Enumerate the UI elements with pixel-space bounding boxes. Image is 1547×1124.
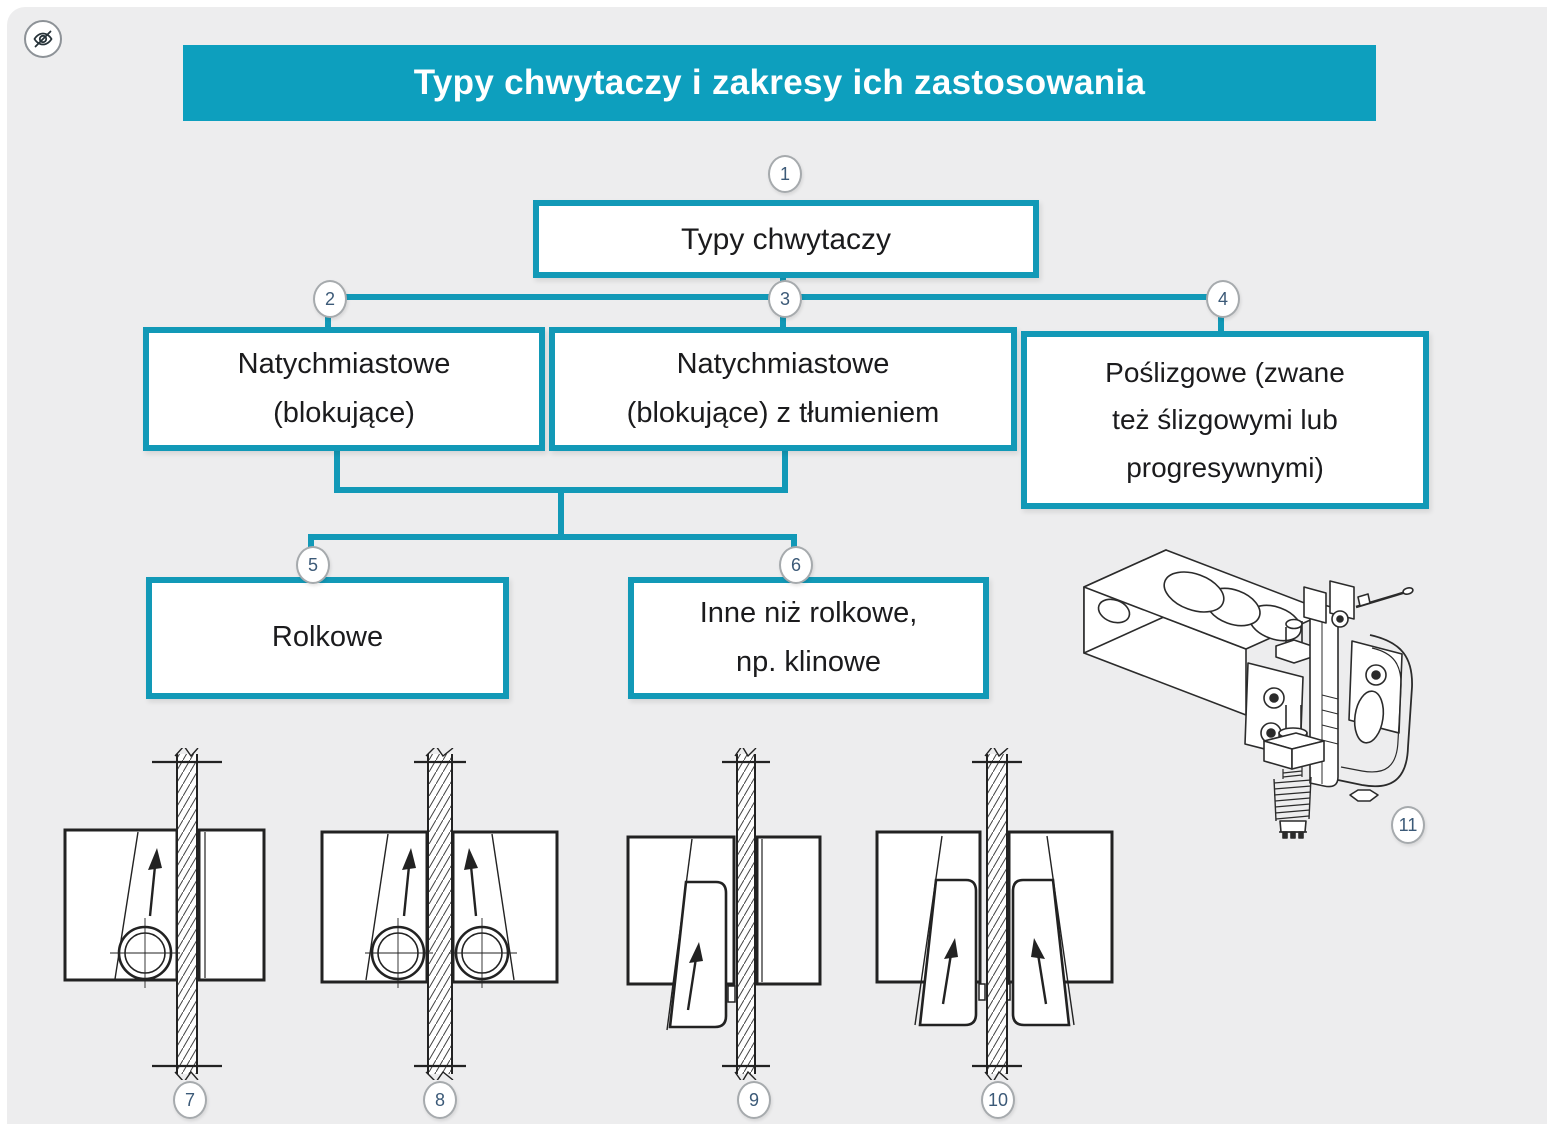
connector-split-horizontal bbox=[311, 534, 797, 540]
node-rolkowe: Rolkowe bbox=[146, 577, 509, 699]
up-arrow bbox=[686, 942, 703, 1011]
node-label: Natychmiastowe (blokujące) z tłumieniem bbox=[626, 347, 940, 429]
connector-mid-down bbox=[558, 487, 564, 540]
block-right bbox=[197, 828, 266, 982]
hotspot-marker-3[interactable]: 3 bbox=[768, 280, 802, 318]
node-label: Inne niż rolkowe, np. klinowe bbox=[699, 596, 918, 678]
hotspot-marker-11[interactable]: 11 bbox=[1391, 806, 1425, 844]
up-arrow-left bbox=[941, 938, 958, 1005]
node-label: Typy chwytaczy bbox=[680, 222, 892, 256]
up-arrow-right bbox=[1031, 938, 1048, 1005]
hotspot-marker-4[interactable]: 4 bbox=[1206, 280, 1240, 318]
node-inne-niz-rolkowe: Inne niż rolkowe, np. klinowe bbox=[628, 577, 989, 699]
hide-markers-button[interactable] bbox=[24, 20, 62, 58]
hotspot-marker-8[interactable]: 8 bbox=[423, 1081, 457, 1119]
hotspot-marker-6[interactable]: 6 bbox=[779, 546, 813, 584]
figure-safety-gear-isometric bbox=[1083, 549, 1414, 839]
block-right bbox=[755, 835, 822, 986]
node-natychmiastowe-z-tlumieniem: Natychmiastowe (blokujące) z tłumieniem bbox=[549, 327, 1017, 451]
node-label: Rolkowe bbox=[271, 621, 384, 654]
hotspot-marker-10[interactable]: 10 bbox=[981, 1081, 1015, 1119]
hotspot-marker-9[interactable]: 9 bbox=[737, 1081, 771, 1119]
hotspot-marker-5[interactable]: 5 bbox=[296, 546, 330, 584]
roller-right bbox=[449, 918, 517, 988]
guide-rail bbox=[722, 748, 770, 1080]
figure-double-wedge-schematic bbox=[875, 748, 1114, 1080]
up-arrow bbox=[148, 848, 162, 917]
node-label: Poślizgowe (zwane też ślizgowymi lub pro… bbox=[1105, 356, 1345, 483]
node-poslizgowe: Poślizgowe (zwane też ślizgowymi lub pro… bbox=[1021, 331, 1429, 509]
figure-single-roller-schematic bbox=[63, 748, 266, 1080]
roller-left bbox=[365, 918, 433, 988]
slide-title: Typy chwytaczy i zakresy ich zastosowani… bbox=[413, 63, 1146, 102]
page-edge-left bbox=[0, 0, 7, 1124]
hotspot-marker-1[interactable]: 1 bbox=[768, 155, 802, 193]
page-edge-top bbox=[0, 0, 1547, 7]
up-arrow-right bbox=[464, 848, 478, 917]
connector-node3-down bbox=[782, 441, 788, 493]
guide-rail bbox=[972, 748, 1022, 1080]
node-label: Natychmiastowe (blokujące) bbox=[237, 347, 451, 429]
connector-node2-down bbox=[334, 441, 340, 493]
release-lever bbox=[1355, 587, 1414, 609]
figure-single-wedge-schematic bbox=[626, 748, 822, 1080]
up-arrow-left bbox=[402, 848, 416, 917]
guide-rail bbox=[414, 748, 466, 1080]
title-banner: Typy chwytaczy i zakresy ich zastosowani… bbox=[183, 45, 1376, 121]
beam bbox=[1083, 549, 1329, 716]
hotspot-marker-2[interactable]: 2 bbox=[313, 280, 347, 318]
housing bbox=[1337, 634, 1413, 802]
node-typy-chwytaczy: Typy chwytaczy bbox=[533, 200, 1039, 278]
guide-rail bbox=[152, 748, 222, 1080]
hotspot-marker-7[interactable]: 7 bbox=[173, 1081, 207, 1119]
spring-rod bbox=[1263, 705, 1325, 839]
eye-off-icon bbox=[31, 27, 55, 51]
node-natychmiastowe: Natychmiastowe (blokujące) bbox=[143, 327, 545, 451]
roller bbox=[110, 918, 180, 988]
figure-double-roller-schematic bbox=[320, 748, 559, 1080]
